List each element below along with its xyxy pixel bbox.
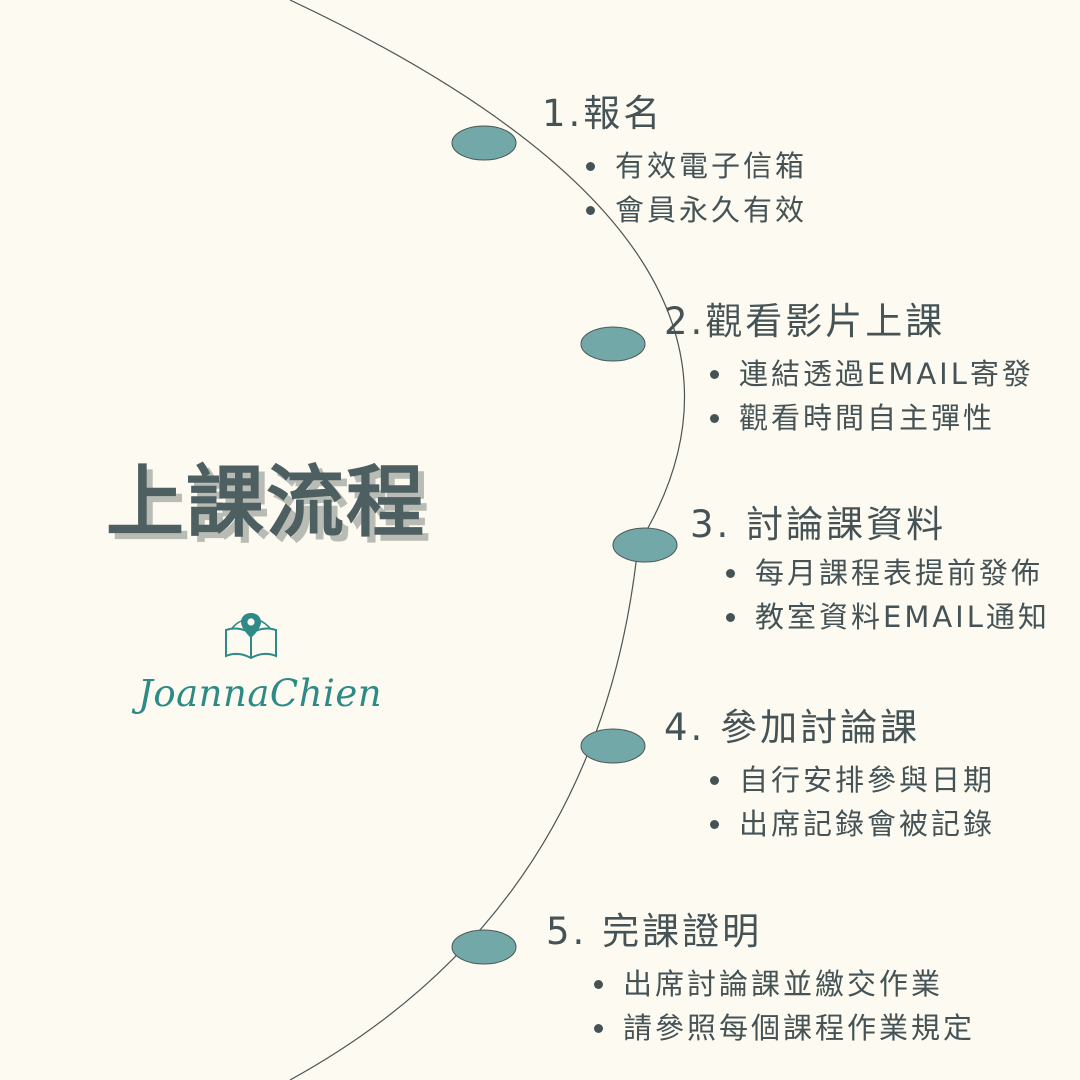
step-title: 1.報名 bbox=[542, 92, 664, 135]
step-1-node bbox=[451, 125, 517, 161]
bullet-icon bbox=[586, 205, 595, 215]
list-item: 教室資料EMAIL通知 bbox=[726, 595, 1050, 639]
page-title: 上課流程 bbox=[106, 458, 427, 548]
bullet-icon bbox=[594, 1023, 603, 1033]
step-title: 4. 參加討論課 bbox=[664, 706, 921, 749]
step-5-node bbox=[451, 929, 517, 965]
list-item: 每月課程表提前發佈 bbox=[726, 551, 1050, 595]
bullet-icon bbox=[710, 369, 719, 379]
list-item: 出席討論課並繳交作業 bbox=[594, 962, 975, 1006]
step-items: 有效電子信箱 會員永久有效 bbox=[586, 144, 807, 232]
step-1: 1.報名 有效電子信箱 會員永久有效 bbox=[542, 92, 807, 232]
step-title: 5. 完課證明 bbox=[546, 910, 763, 953]
step-title: 3. 討論課資料 bbox=[690, 503, 947, 546]
list-item: 請參照每個課程作業規定 bbox=[594, 1006, 975, 1050]
step-4-node bbox=[580, 728, 646, 764]
bullet-icon bbox=[586, 161, 595, 171]
step-2: 2.觀看影片上課 連結透過EMAIL寄發 觀看時間自主彈性 bbox=[664, 300, 1034, 440]
logo: JoannaChien bbox=[132, 606, 382, 726]
step-2-node bbox=[580, 326, 646, 362]
step-5: 5. 完課證明 出席討論課並繳交作業 請參照每個課程作業規定 bbox=[546, 910, 975, 1050]
open-book-map-pin-icon bbox=[225, 613, 277, 660]
list-item: 自行安排參與日期 bbox=[710, 758, 995, 802]
step-4: 4. 參加討論課 自行安排參與日期 出席記錄會被記錄 bbox=[664, 706, 995, 846]
step-3-node bbox=[612, 527, 678, 563]
list-item: 連結透過EMAIL寄發 bbox=[710, 352, 1034, 396]
step-title: 2.觀看影片上課 bbox=[664, 300, 946, 343]
bullet-icon bbox=[726, 612, 735, 622]
bullet-icon bbox=[594, 979, 603, 989]
list-item: 會員永久有效 bbox=[586, 188, 807, 232]
step-items: 出席討論課並繳交作業 請參照每個課程作業規定 bbox=[594, 962, 975, 1050]
step-3: 3. 討論課資料 每月課程表提前發佈 教室資料EMAIL通知 bbox=[690, 503, 1050, 639]
bullet-icon bbox=[710, 413, 719, 423]
step-items: 每月課程表提前發佈 教室資料EMAIL通知 bbox=[726, 551, 1050, 639]
step-items: 自行安排參與日期 出席記錄會被記錄 bbox=[710, 758, 995, 846]
list-item: 出席記錄會被記錄 bbox=[710, 802, 995, 846]
bullet-icon bbox=[710, 819, 719, 829]
list-item: 觀看時間自主彈性 bbox=[710, 396, 1034, 440]
logo-text: JoannaChien bbox=[138, 672, 383, 715]
step-items: 連結透過EMAIL寄發 觀看時間自主彈性 bbox=[710, 352, 1034, 440]
bullet-icon bbox=[726, 568, 735, 578]
list-item: 有效電子信箱 bbox=[586, 144, 807, 188]
bullet-icon bbox=[710, 775, 719, 785]
